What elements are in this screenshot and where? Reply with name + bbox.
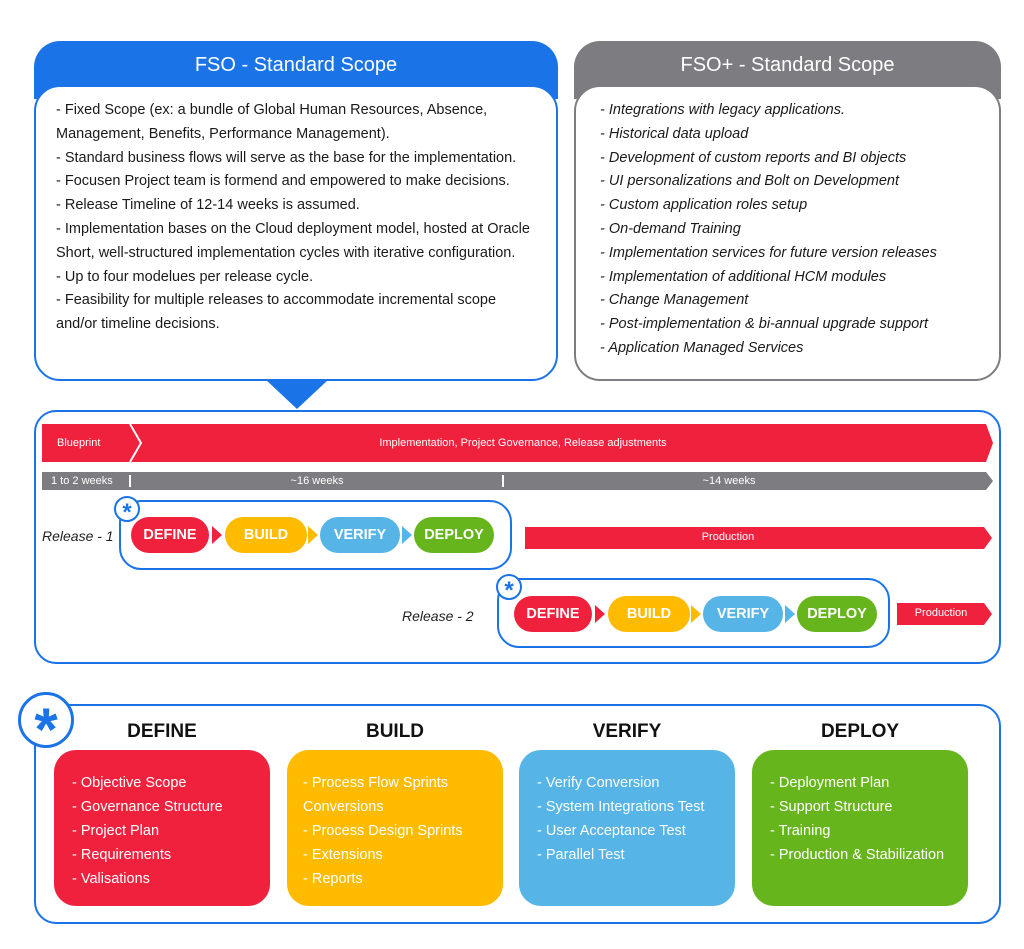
arrow-right-icon: [785, 605, 795, 623]
list-item: - System Integrations Test: [537, 799, 705, 815]
list-item: - Deployment Plan: [770, 775, 890, 791]
list-item: - Change Management: [600, 292, 749, 309]
list-item: - Historical data upload: [600, 125, 749, 142]
release-2-production-bar: [897, 603, 992, 625]
release-2-label: Release - 2: [402, 608, 474, 624]
list-item: - UI personalizations and Bolt on Develo…: [600, 173, 900, 190]
list-item: - Requirements: [72, 847, 172, 863]
asterisk-icon: *: [496, 574, 522, 604]
asterisk-icon: *: [18, 692, 74, 763]
release-1-label: Release - 1: [42, 528, 114, 544]
arrow-right-icon: [308, 526, 318, 544]
list-item: - Implementation bases on the Cloud depl…: [56, 220, 530, 261]
list-item: - Implementation services for future ver…: [600, 244, 937, 261]
implementation-label: Implementation, Project Governance, Rele…: [379, 437, 667, 449]
list-item: - Application Managed Services: [600, 339, 804, 356]
build-title: BUILD: [365, 721, 425, 742]
list-item: - Up to four modelues per release cycle.: [56, 268, 314, 285]
release-1-production-label: Production: [701, 531, 755, 543]
define-box: - Objective Scope - Governance Structure…: [54, 750, 270, 906]
list-item: - Integrations with legacy applications.: [600, 102, 846, 118]
timeline-panel: [34, 410, 1001, 664]
list-item: - Process Flow Sprints: [303, 775, 449, 791]
release-1-build-pill: BUILD: [225, 517, 307, 553]
list-item: - Valisations: [72, 871, 150, 887]
list-item: - Support Structure: [770, 799, 893, 815]
fso-scope-card: FSO - Standard Scope - Fixed Scope (ex: …: [34, 41, 558, 381]
arrow-right-icon: [402, 526, 412, 544]
release-2-define-pill: DEFINE: [514, 596, 592, 632]
list-item: - Standard business flows will serve as …: [56, 149, 517, 166]
list-item: - Verify Conversion: [537, 775, 660, 791]
arrow-right-icon: [691, 605, 701, 623]
implementation-band: [42, 424, 993, 462]
list-item: - Custom application roles setup: [600, 197, 808, 214]
list-item: - Reports: [303, 871, 363, 887]
fso-plus-scope-list: - Integrations with legacy applications.…: [574, 85, 1001, 381]
weeks-release2-label: ~14 weeks: [702, 475, 756, 487]
list-item: - Post-implementation & bi-annual upgrad…: [600, 316, 929, 333]
list-item: - Development of custom reports and BI o…: [600, 149, 907, 166]
fso-plus-scope-card: FSO+ - Standard Scope - Integrations wit…: [574, 41, 1001, 381]
release-2-production-label: Production: [914, 607, 968, 619]
weeks-blueprint-label: 1 to 2 weeks: [51, 475, 113, 487]
deploy-box: - Deployment Plan - Support Structure - …: [752, 750, 968, 906]
release-2-build-pill: BUILD: [608, 596, 690, 632]
weeks-bar: [42, 472, 993, 490]
list-item: - Training: [770, 823, 831, 839]
list-item: - Implementation of additional HCM modul…: [600, 268, 887, 285]
list-item: - Production & Stabilization: [770, 847, 945, 863]
release-2-verify-pill: VERIFY: [703, 596, 783, 632]
fso-scope-list: - Fixed Scope (ex: a bundle of Global Hu…: [34, 85, 558, 381]
weeks-release1-label: ~16 weeks: [290, 475, 344, 487]
phase-details-panel: [34, 704, 1001, 924]
verify-box: - Verify Conversion - System Integration…: [519, 750, 735, 906]
list-item: - Governance Structure: [72, 799, 223, 815]
release-2-deploy-pill: DEPLOY: [797, 596, 877, 632]
list-item: - Fixed Scope (ex: a bundle of Global Hu…: [56, 102, 488, 142]
list-item: - Feasibility for multiple releases to a…: [56, 292, 497, 333]
list-item: - Focusen Project team is formend and em…: [56, 173, 510, 190]
list-item: - User Acceptance Test: [537, 823, 686, 839]
pointer-triangle: [265, 379, 329, 409]
list-item: - Objective Scope: [72, 775, 187, 791]
list-item: - On-demand Training: [600, 220, 741, 237]
list-item: - Project Plan: [72, 823, 160, 839]
list-item: - Extensions: [303, 847, 383, 863]
deploy-title: DEPLOY: [820, 721, 900, 742]
arrow-right-icon: [595, 605, 605, 623]
release-1-production-bar: [525, 527, 992, 549]
release-1-deploy-pill: DEPLOY: [414, 517, 494, 553]
list-item: - Release Timeline of 12-14 weeks is ass…: [56, 197, 360, 214]
define-title: DEFINE: [127, 721, 197, 742]
list-item: - Process Design Sprints: [303, 823, 463, 839]
verify-title: VERIFY: [592, 721, 662, 742]
build-box: - Process Flow Sprints Conversions - Pro…: [287, 750, 503, 906]
list-item: - Parallel Test: [537, 847, 625, 863]
arrow-right-icon: [212, 526, 222, 544]
blueprint-label: Blueprint: [57, 437, 101, 449]
release-1-verify-pill: VERIFY: [320, 517, 400, 553]
list-item: Conversions: [303, 799, 384, 815]
asterisk-icon: *: [114, 496, 140, 526]
release-1-define-pill: DEFINE: [131, 517, 209, 553]
